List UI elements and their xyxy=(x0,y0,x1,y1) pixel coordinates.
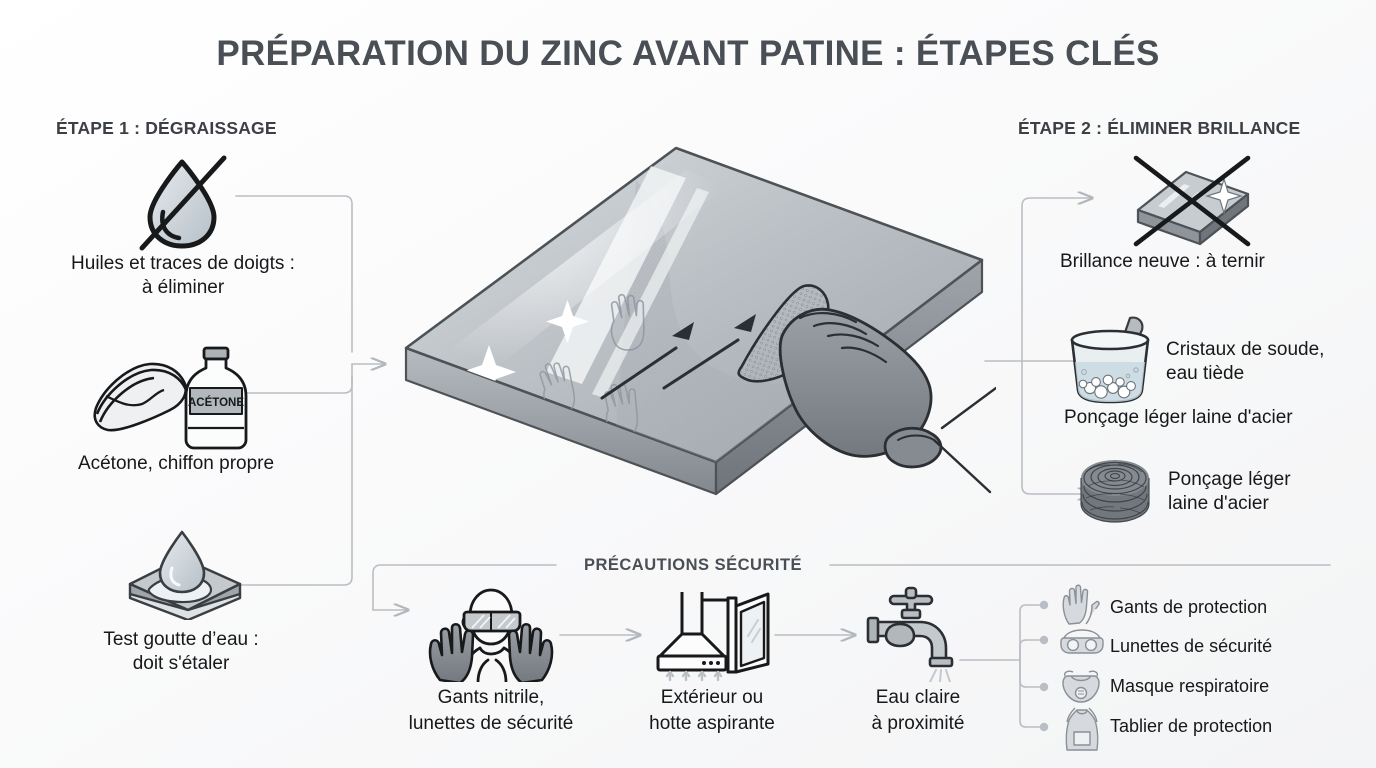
right-item-2-caption-line1: Cristaux de soude, xyxy=(1166,339,1325,360)
left-item-2-caption-line1: Acétone, chiffon propre xyxy=(77,453,275,474)
fume-hood-and-open-window-icon xyxy=(656,592,770,682)
zinc-sheet-illustration xyxy=(404,146,996,496)
left-item-3-caption-line2: doit s'étaler xyxy=(132,653,230,674)
safety-item-1-caption-line2: lunettes de sécurité xyxy=(408,713,574,734)
ppe-item-4-label: Tablier de protection xyxy=(1110,716,1273,736)
ppe-item-1-label: Gants de protection xyxy=(1110,597,1268,617)
page-title: PRÉPARATION DU ZINC AVANT PATINE : ÉTAPE… xyxy=(216,34,1160,73)
right-item-3-caption-line1: Ponçage léger xyxy=(1168,469,1291,490)
respirator-mask-icon xyxy=(1062,670,1100,703)
safety-goggles-icon xyxy=(1060,629,1104,654)
step-1-heading: ÉTAPE 1 : DÉGRAISSAGE xyxy=(56,118,277,138)
right-item-3-caption-line2: laine d'acier xyxy=(1168,493,1269,514)
ppe-item-3-label: Masque respiratoire xyxy=(1110,676,1270,696)
safety-item-2-caption-line2: hotte aspirante xyxy=(649,713,775,734)
crossed-out-shiny-plate-icon xyxy=(1133,155,1251,247)
safety-item-3-caption-line1: Eau claire xyxy=(875,687,961,708)
cloth-and-acetone-bottle-icon: ACÉTONE xyxy=(93,346,248,450)
safety-section-title: PRÉCAUTIONS SÉCURITÉ xyxy=(583,556,803,574)
protective-apron-icon xyxy=(1065,707,1099,751)
left-item-1-caption-line1: Huiles et traces de doigts : xyxy=(71,253,295,274)
soda-crystals-bowl-icon xyxy=(1070,316,1150,404)
right-item-1-caption-line1: Brillance neuve : à ternir xyxy=(1060,251,1265,272)
person-with-goggles-and-gloves-icon xyxy=(428,588,554,682)
ppe-item-2-label: Lunettes de sécurité xyxy=(1110,636,1273,656)
safety-item-3-caption-line2: à proximité xyxy=(871,713,965,734)
safety-item-1-caption-line1: Gants nitrile, xyxy=(437,687,545,708)
running-faucet-icon xyxy=(866,586,954,682)
left-item-1-caption-line2: à éliminer xyxy=(141,277,225,298)
steel-wool-pad-icon xyxy=(1080,460,1150,523)
no-water-droplet-icon xyxy=(139,155,227,251)
right-item-2-sub-caption: Ponçage léger laine d'acier xyxy=(1064,407,1293,428)
right-item-2-caption-line2: eau tiède xyxy=(1166,363,1245,384)
left-item-3-caption-line1: Test goutte d’eau : xyxy=(103,629,259,650)
safety-item-2-caption-line1: Extérieur ou xyxy=(660,687,764,708)
acetone-bottle-label: ACÉTONE xyxy=(188,396,244,409)
protective-gloves-icon xyxy=(1062,584,1100,625)
water-drop-test-plate-icon xyxy=(128,530,242,620)
step-2-heading: ÉTAPE 2 : ÉLIMINER BRILLANCE xyxy=(1018,118,1301,138)
